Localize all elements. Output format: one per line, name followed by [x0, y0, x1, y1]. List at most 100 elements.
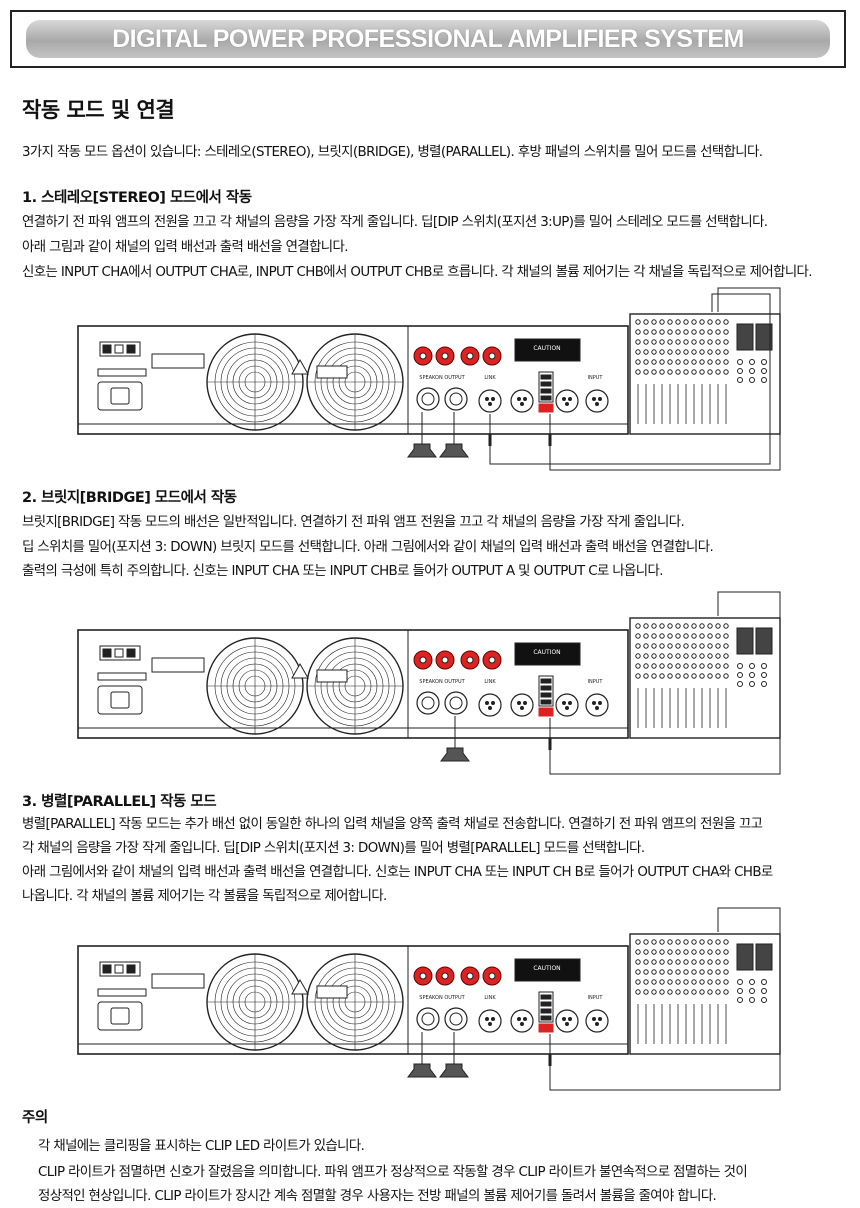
xlr-pin — [520, 402, 524, 406]
input-cable — [489, 293, 771, 465]
mixer-knob-icon — [651, 989, 657, 995]
mixer-knob-icon — [707, 663, 713, 669]
xlr-pin — [592, 701, 596, 705]
mixer-meter-icon — [755, 627, 773, 655]
mixer-knob-icon — [749, 681, 755, 687]
mixer-meter-icon — [736, 323, 754, 351]
mixer-knob-icon — [707, 623, 713, 629]
mixer-knob-icon — [659, 959, 665, 965]
mixer-knob-icon — [635, 339, 641, 345]
mixer-knob-icon — [643, 633, 649, 639]
mixer-knob-icon — [723, 643, 729, 649]
mixer-knob-icon — [643, 349, 649, 355]
mixer-knob-icon — [659, 979, 665, 985]
xlr-pin — [523, 701, 527, 705]
mixer-knob-icon — [643, 663, 649, 669]
mixer-knob-icon — [691, 339, 697, 345]
mixer-knob-icon — [707, 359, 713, 365]
binding-post-center — [419, 656, 427, 664]
mixer-knob-icon — [715, 643, 721, 649]
mixer-knob-icon — [691, 663, 697, 669]
mixer-meter-icon — [755, 323, 773, 351]
dip-switch-block — [538, 991, 554, 1023]
dip-switch-block — [538, 675, 554, 707]
mixer-knob-icon — [667, 369, 673, 375]
fuse-holder — [99, 341, 141, 357]
mixer-knob-icon — [667, 319, 673, 325]
mixer-knob-icon — [715, 939, 721, 945]
mixer-knob-icon — [699, 959, 705, 965]
mixer-knob-icon — [691, 979, 697, 985]
fuse-holder — [99, 645, 141, 661]
mixer-knob-icon — [675, 979, 681, 985]
mixer-knob-icon — [707, 979, 713, 985]
mixer-knob-icon — [659, 969, 665, 975]
mixer-knob-icon — [691, 673, 697, 679]
mixer-knob-icon — [691, 349, 697, 355]
dip-switch-icon — [540, 692, 552, 698]
mixer-knob-icon — [737, 359, 743, 365]
mixer-knob-icon — [659, 319, 665, 325]
mixer-knob-icon — [707, 349, 713, 355]
mixer-knob-icon — [683, 663, 689, 669]
binding-post-center — [466, 352, 474, 360]
xlr-pin — [562, 397, 566, 401]
mixer-knob-icon — [683, 939, 689, 945]
mixer-knob-icon — [675, 653, 681, 659]
speakon-inner — [449, 392, 463, 406]
mixer-knob-icon — [761, 997, 767, 1003]
xlr-pin — [598, 397, 602, 401]
mixer-knob-icon — [691, 959, 697, 965]
mixer-knob-icon — [643, 643, 649, 649]
xlr-pin — [517, 397, 521, 401]
mixer-knob-icon — [635, 663, 641, 669]
note-line-2: CLIP 라이트가 점멸하면 신호가 잘렸음을 의미합니다. 파워 앰프가 정상… — [38, 1165, 748, 1180]
mixer-knob-icon — [683, 949, 689, 955]
power-label-plate — [97, 988, 147, 997]
mixer-knob-icon — [643, 369, 649, 375]
mixer-knob-icon — [667, 979, 673, 985]
mixer-knob-icon — [715, 623, 721, 629]
mixer-knob-icon — [707, 633, 713, 639]
intro-text: 3가지 작동 모드 옵션이 있습니다: 스테레오(STEREO), 브릿지(BR… — [22, 145, 763, 160]
mixer-knob-icon — [635, 673, 641, 679]
mixer-knob-icon — [675, 329, 681, 335]
link-label: LINK — [484, 995, 496, 1001]
mixer-knob-icon — [761, 979, 767, 985]
mixer-knob-icon — [667, 949, 673, 955]
speakon-output-label: SPEAKON OUTPUT — [419, 995, 465, 1001]
mixer-knob-icon — [635, 319, 641, 325]
mixer-knob-icon — [667, 989, 673, 995]
mixer-knob-icon — [691, 623, 697, 629]
speakon-output-label: SPEAKON OUTPUT — [419, 679, 465, 685]
xlr-pin — [520, 1022, 524, 1026]
mixer-knob-icon — [643, 939, 649, 945]
mixer-knob-icon — [643, 969, 649, 975]
xlr-connector-icon — [478, 389, 502, 413]
mixer-knob-icon — [691, 653, 697, 659]
xlr-connector-icon — [555, 693, 579, 717]
mixer-knob-icon — [737, 663, 743, 669]
mixer-knob-icon — [675, 633, 681, 639]
mixer-knob-icon — [683, 369, 689, 375]
input-label: INPUT — [588, 679, 604, 685]
mixer-knob-icon — [691, 989, 697, 995]
xlr-pin — [517, 1017, 521, 1021]
mixer-knob-icon — [749, 997, 755, 1003]
mixer-knob-icon — [715, 339, 721, 345]
caution-label: CAUTION — [533, 345, 560, 352]
binding-post-center — [488, 352, 496, 360]
mixer-knob-icon — [643, 959, 649, 965]
mixer-knob-icon — [707, 329, 713, 335]
mixer-knob-icon — [659, 339, 665, 345]
mixer-knob-icon — [707, 319, 713, 325]
xlr-pin — [485, 1017, 489, 1021]
fuse-holder — [99, 961, 141, 977]
mixer-knob-icon — [723, 319, 729, 325]
mixer-knob-icon — [737, 997, 743, 1003]
mixer-knob-icon — [761, 663, 767, 669]
mixer-knob-icon — [667, 359, 673, 365]
mixer-knob-icon — [675, 359, 681, 365]
mixer-knob-icon — [723, 673, 729, 679]
